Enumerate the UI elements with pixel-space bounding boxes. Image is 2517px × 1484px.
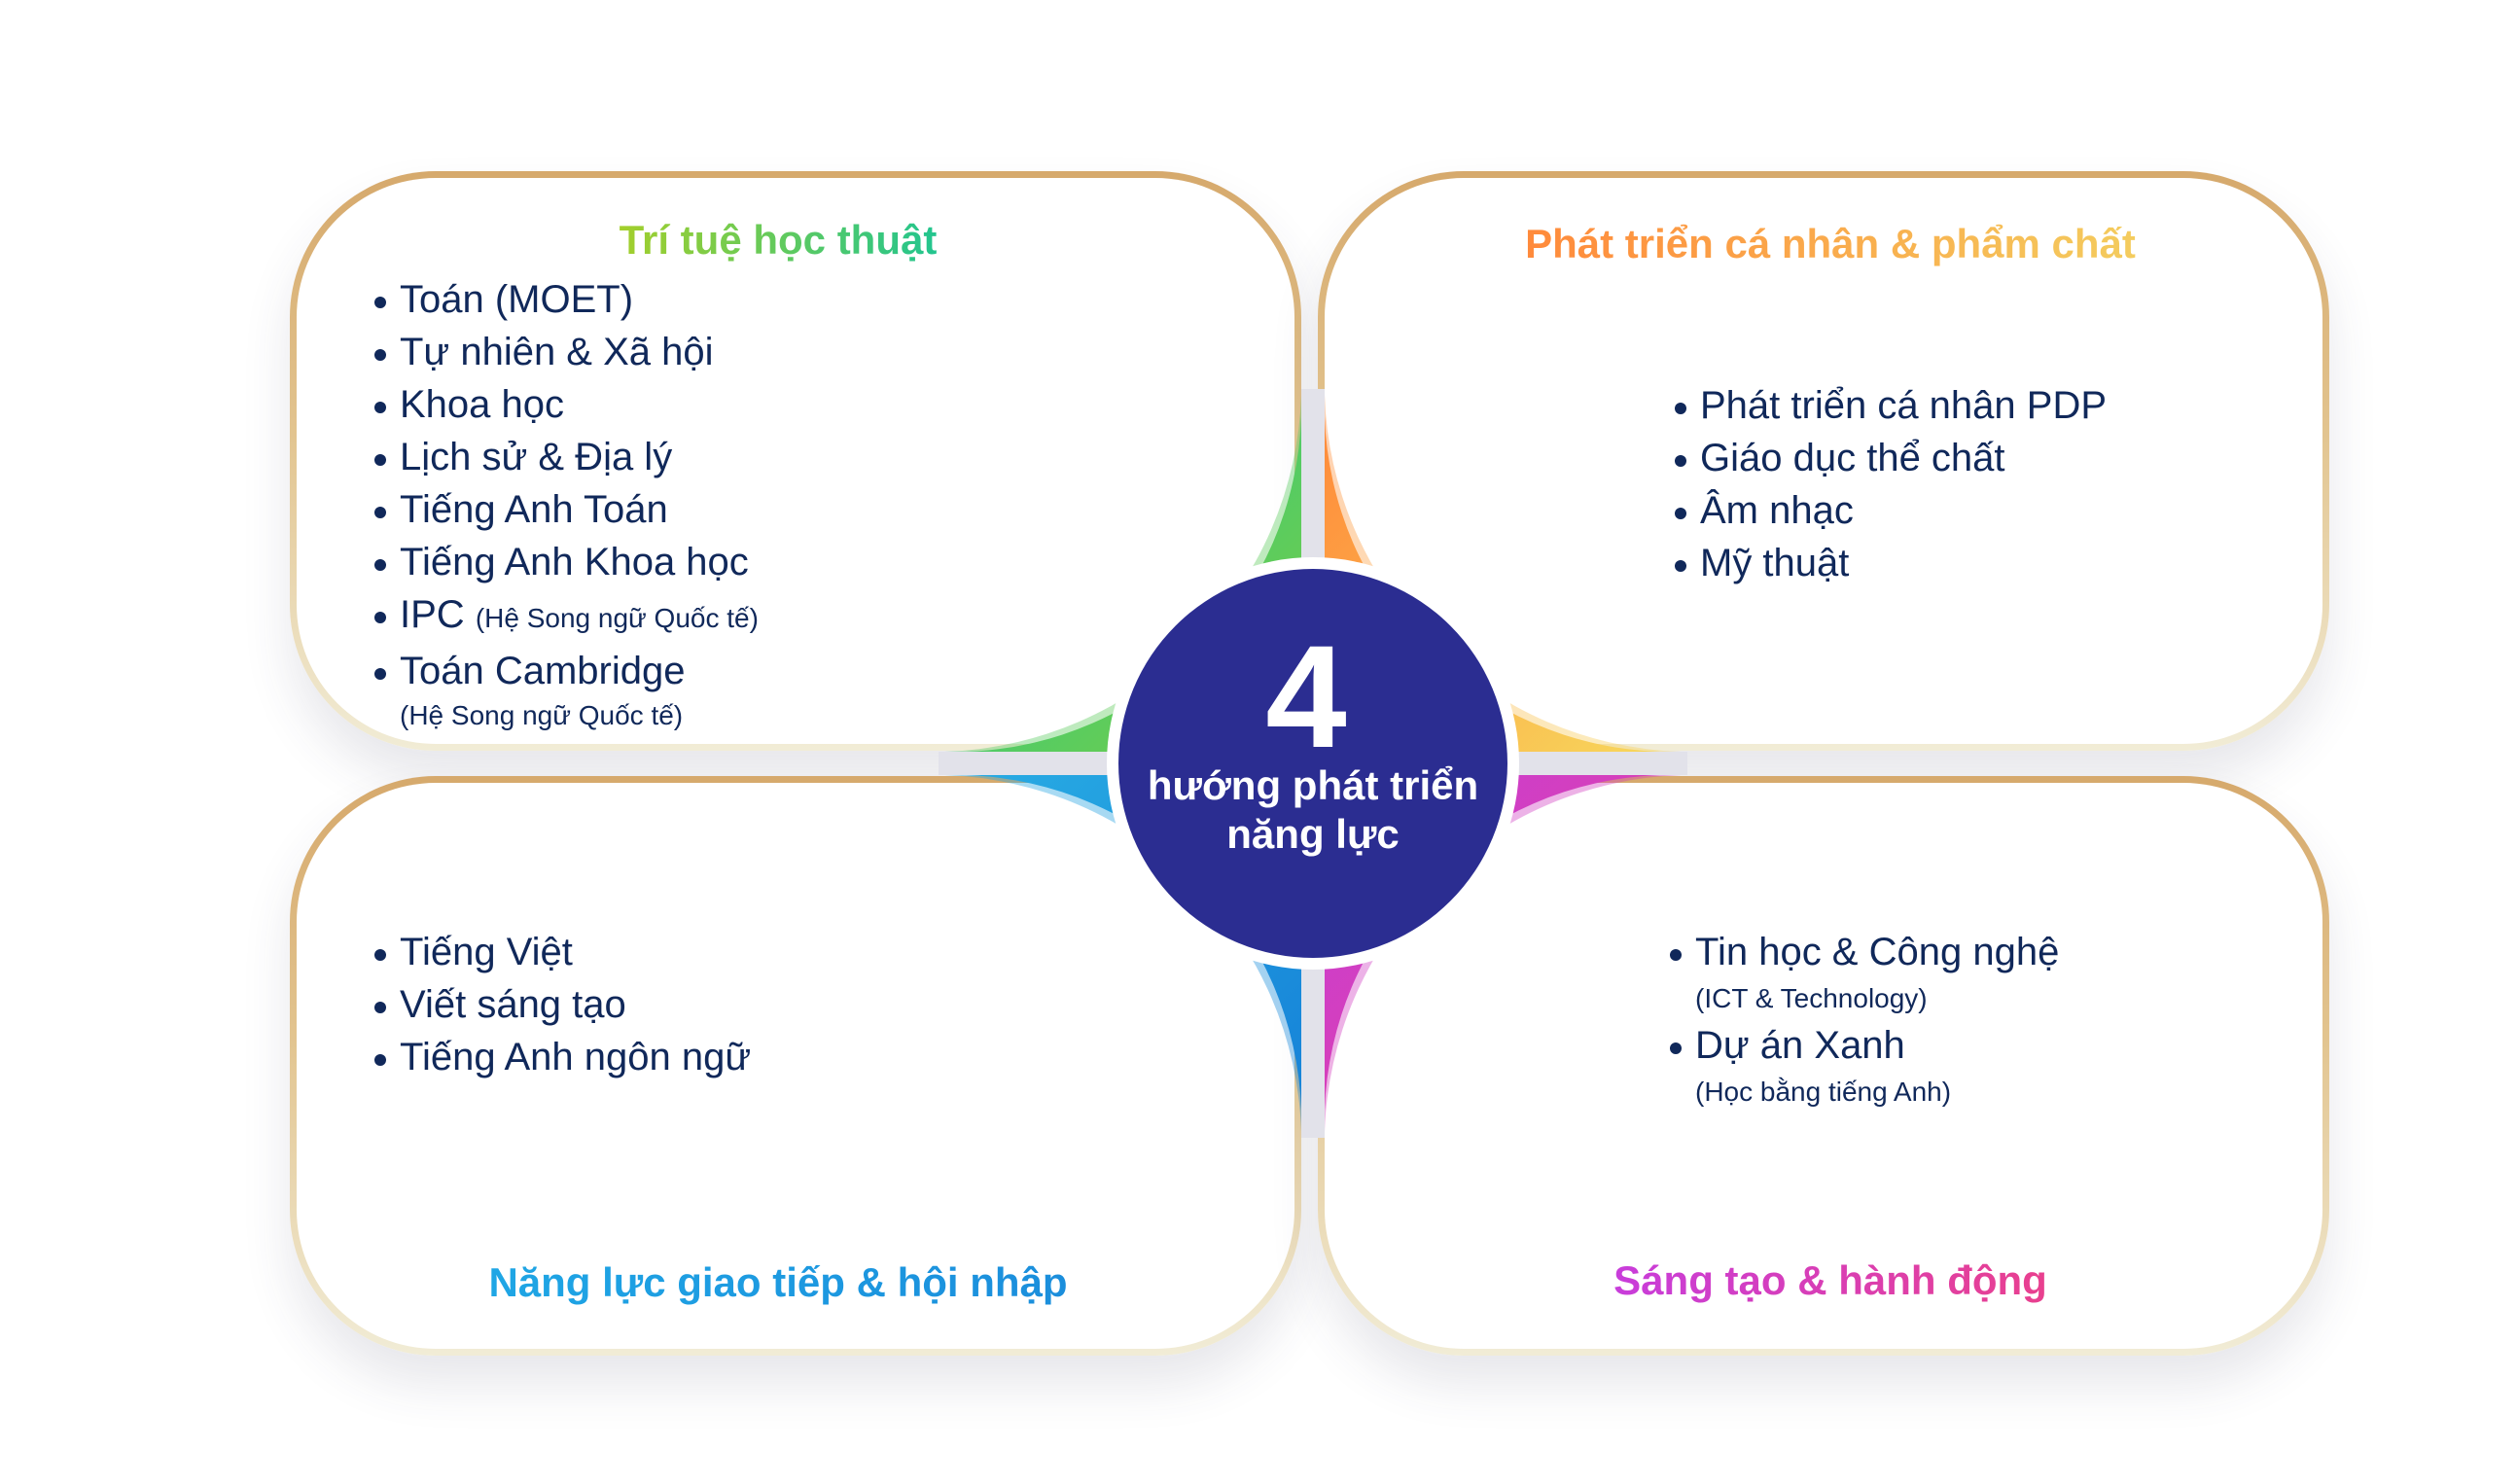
list-item: Tự nhiên & Xã hội — [374, 326, 759, 378]
card-academic: Trí tuệ học thuật Toán (MOET) Tự nhiên &… — [290, 171, 1301, 751]
list-item: Toán (MOET) — [374, 273, 759, 326]
subject-list: Tiếng Việt Viết sáng tạo Tiếng Anh ngôn … — [374, 926, 751, 1083]
card-personal: Phát triển cá nhân & phẩm chất Phát triể… — [1318, 171, 2329, 751]
card-global: Tiếng Việt Viết sáng tạo Tiếng Anh ngôn … — [290, 776, 1301, 1356]
list-item: Dự án Xanh — [1670, 1019, 2059, 1072]
subject-list: Toán (MOET) Tự nhiên & Xã hội Khoa học L… — [374, 273, 759, 734]
center-number: 4 — [1265, 615, 1346, 778]
list-item: IPC (Hệ Song ngữ Quốc tế) — [374, 588, 759, 645]
list-item: Tiếng Anh ngôn ngữ — [374, 1031, 751, 1083]
list-item: Âm nhạc — [1675, 484, 2107, 537]
list-item: Phát triển cá nhân PDP — [1675, 379, 2107, 432]
item-label: IPC — [400, 593, 465, 636]
center-circle — [1118, 569, 1507, 958]
list-item: Tiếng Việt — [374, 926, 751, 978]
card-title: Năng lực giao tiếp & hội nhập — [488, 1259, 1068, 1305]
item-note: (Hệ Song ngữ Quốc tế) — [475, 603, 759, 633]
subject-list: Phát triển cá nhân PDP Giáo dục thể chất… — [1675, 379, 2107, 589]
item-note: (Hệ Song ngữ Quốc tế) — [400, 700, 684, 730]
subject-list: Tin học & Công nghệ (ICT & Technology) D… — [1670, 926, 2059, 1113]
center-line1: hướng phát triển — [1148, 762, 1478, 808]
center-line2: năng lực — [1226, 811, 1399, 857]
card-title: Phát triển cá nhân & phẩm chất — [1525, 221, 2136, 266]
list-item: Toán Cambridge — [374, 645, 759, 697]
item-note: (Học bằng tiếng Anh) — [1695, 1077, 1952, 1107]
card-title: Sáng tạo & hành động — [1613, 1257, 2047, 1303]
list-item: Khoa học — [374, 378, 759, 431]
list-item: Tiếng Anh Toán — [374, 483, 759, 536]
item-note: (ICT & Technology) — [1695, 983, 1928, 1013]
card-innovative: Tin học & Công nghệ (ICT & Technology) D… — [1318, 776, 2329, 1356]
list-item: Viết sáng tạo — [374, 978, 751, 1031]
list-item: Tin học & Công nghệ — [1670, 926, 2059, 978]
list-item: Tiếng Anh Khoa học — [374, 536, 759, 588]
card-title: Trí tuệ học thuật — [619, 217, 938, 263]
list-item: Lịch sử & Địa lý — [374, 431, 759, 483]
list-item: Mỹ thuật — [1675, 537, 2107, 589]
list-item: Giáo dục thể chất — [1675, 432, 2107, 484]
